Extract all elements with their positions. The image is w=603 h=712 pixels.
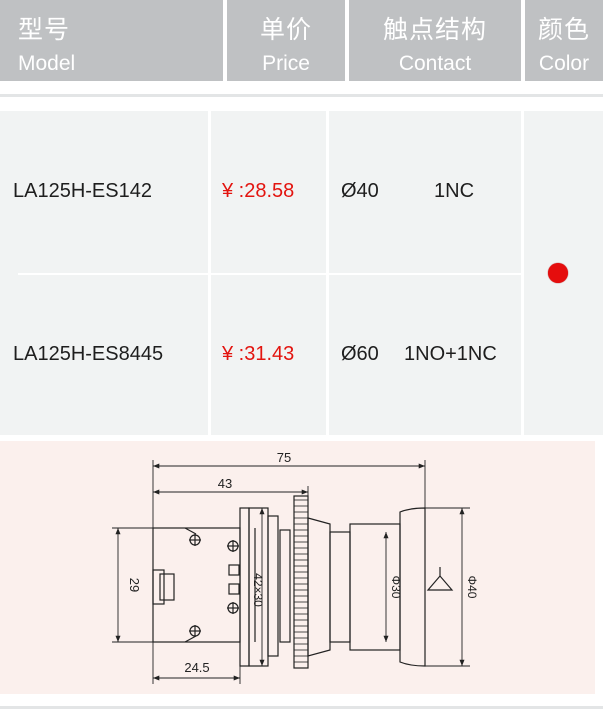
product-2-price: ¥ :31.43 xyxy=(222,343,295,365)
product-1-price: ¥ :28.58 xyxy=(222,180,295,202)
product-1-diameter: Ø40 xyxy=(341,180,379,202)
header-price-cn: 单价 xyxy=(259,15,312,44)
red-color-swatch xyxy=(548,263,568,283)
footer-divider xyxy=(0,706,603,709)
dimension-drawing-panel xyxy=(0,441,595,694)
row-divider xyxy=(18,273,523,275)
header-color-cn: 颜色 xyxy=(537,15,590,44)
header-divider xyxy=(0,94,603,97)
dim-head-label: Φ40 xyxy=(465,576,479,599)
header-model-cn: 型号 xyxy=(18,15,71,44)
product-2-contact: 1NO+1NC xyxy=(404,343,497,365)
header-color: 颜色 Color xyxy=(525,0,603,81)
dim-base-label: 24.5 xyxy=(184,660,209,675)
header-contact: 触点结构 Contact xyxy=(349,0,521,81)
dim-height-label: 29 xyxy=(127,578,142,592)
product-1-contact: 1NC xyxy=(434,180,475,202)
dim-overall-label: 75 xyxy=(277,450,291,465)
dimension-drawing: 75 43 29 42×30 24.5 Φ30 Φ40 xyxy=(112,450,479,684)
header-color-en: Color xyxy=(538,52,590,75)
dim-cap-label: Φ30 xyxy=(389,576,403,599)
dim-flange-label: 42×30 xyxy=(251,573,265,607)
header-price-en: Price xyxy=(262,52,310,75)
dim-body-label: 43 xyxy=(218,476,232,491)
header-contact-en: Contact xyxy=(398,52,472,75)
header-contact-cn: 触点结构 xyxy=(382,15,487,44)
product-1-model: LA125H-ES142 xyxy=(13,180,152,202)
product-2-diameter: Ø60 xyxy=(341,343,379,365)
product-2-model: LA125H-ES8445 xyxy=(13,343,164,365)
header-model: 型号 Model xyxy=(0,0,223,81)
header-price: 单价 Price xyxy=(227,0,345,81)
header-model-en: Model xyxy=(18,52,76,75)
